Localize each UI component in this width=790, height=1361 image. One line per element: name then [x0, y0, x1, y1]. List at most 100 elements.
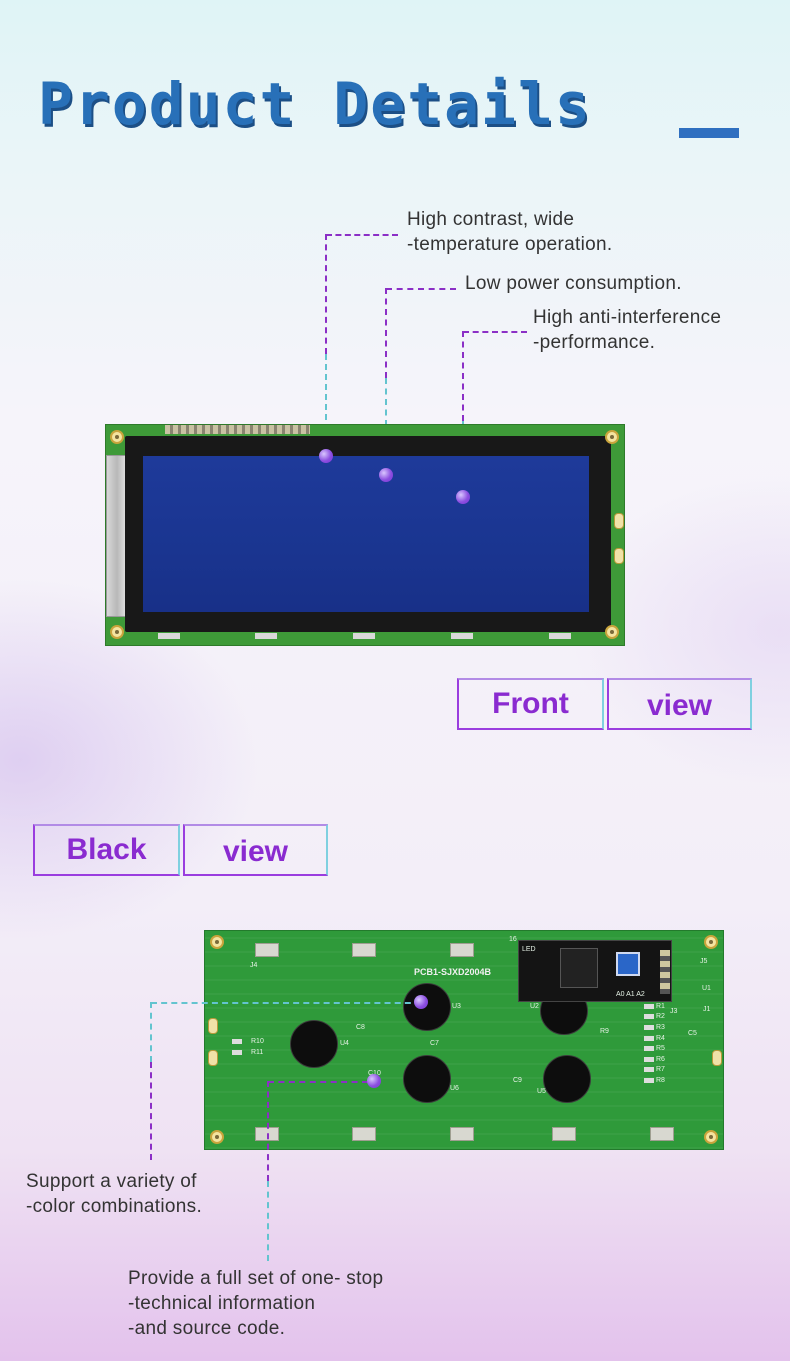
chip-blob-u5 [543, 1055, 591, 1103]
back-label-text: Black [66, 833, 147, 866]
back-callout-1-v-bottom [150, 1062, 152, 1160]
board-id-label: PCB1-SJXD2004B [414, 967, 492, 977]
i2c-pin-header [660, 950, 670, 994]
silk-r-label: R8 [656, 1076, 665, 1084]
back-hole-br [704, 1130, 718, 1144]
callout-line-2-v-bottom [385, 378, 387, 468]
silk-j4: J4 [250, 962, 258, 969]
side-slot-1 [614, 513, 624, 529]
back-hole-tl [210, 935, 224, 949]
bottom-pad-1 [158, 633, 180, 639]
silk-j5: J5 [700, 958, 708, 965]
feature-note-3: High anti-interference -performance. [533, 305, 721, 355]
resistor-row: R8 [644, 1075, 668, 1086]
callout-dot-3 [456, 490, 470, 504]
back-clip-t2 [352, 943, 376, 957]
feature-note-2-line-1: Low power consumption. [465, 273, 682, 294]
resistor-r10 [232, 1039, 242, 1044]
mounting-hole-bl [110, 625, 124, 639]
chip-blob-u3 [403, 983, 451, 1031]
callout-line-1-v-top [325, 234, 327, 354]
back-clip-t1 [255, 943, 279, 957]
resistor-chip [644, 1067, 654, 1073]
lcd-blue-screen [143, 456, 589, 612]
resistor-r11 [232, 1050, 242, 1055]
back-callout-1-v-top [150, 1002, 152, 1062]
bottom-pad-5 [549, 633, 571, 639]
back-note-1-line-1: Support a variety of [26, 1171, 197, 1192]
back-note-2: Provide a full set of one- stop -technic… [128, 1266, 383, 1341]
back-label-box-left [33, 824, 180, 876]
back-label-box-right [183, 824, 328, 876]
title-underline-bar [679, 128, 739, 138]
resistor-row: R5 [644, 1043, 668, 1054]
silk-r9: R9 [600, 1028, 609, 1035]
silk-r10: R10 [251, 1038, 264, 1045]
silk-r-label: R5 [656, 1045, 665, 1053]
callout-line-2-v-top [385, 288, 387, 378]
resistor-chip [644, 1003, 654, 1009]
contrast-potentiometer [616, 952, 640, 976]
resistor-chip [644, 1056, 654, 1062]
feature-note-1: High contrast, wide -temperature operati… [407, 207, 612, 257]
callout-dot-2 [379, 468, 393, 482]
resistor-row: R3 [644, 1022, 668, 1033]
resistor-chip [644, 1035, 654, 1041]
silk-c8: C8 [356, 1024, 365, 1031]
chip-blob-u4 [290, 1020, 338, 1068]
back-slot-3 [712, 1050, 722, 1066]
back-callout-dot-1 [414, 995, 428, 1009]
front-view-text: view [646, 689, 713, 722]
back-clip-b4 [552, 1127, 576, 1141]
silk-u6: U6 [450, 1085, 459, 1092]
feature-note-2: Low power consumption. [465, 271, 682, 296]
front-label-text: Front [492, 687, 569, 720]
feature-note-1-line-2: -temperature operation. [407, 234, 613, 255]
callout-line-1-v-bottom [325, 354, 327, 450]
back-note-2-line-1: Provide a full set of one- stop [128, 1268, 384, 1289]
resistor-row: R2 [644, 1012, 668, 1023]
back-callout-2-h [268, 1081, 368, 1083]
silk-u4: U4 [340, 1040, 349, 1047]
resistor-row: R1 [644, 1001, 668, 1012]
callout-line-2-h [386, 288, 456, 290]
feature-note-3-line-2: -performance. [533, 332, 656, 353]
back-callout-dot-2 [367, 1074, 381, 1088]
silk-r11: R11 [251, 1049, 264, 1056]
resistor-row: R4 [644, 1033, 668, 1044]
mounting-hole-tl [110, 430, 124, 444]
i2c-expander-chip [560, 948, 598, 988]
back-note-2-line-3: -and source code. [128, 1318, 286, 1339]
callout-line-1-h [326, 234, 398, 236]
bottom-pad-2 [255, 633, 277, 639]
silk-u5: U5 [537, 1088, 546, 1095]
callout-line-3-v-top [462, 331, 464, 421]
silk-16: 16 [509, 936, 517, 943]
silk-c7: C7 [430, 1040, 439, 1047]
side-slot-2 [614, 548, 624, 564]
silk-c10: C10 [368, 1070, 381, 1077]
resistor-row: R7 [644, 1065, 668, 1076]
feature-note-3-line-1: High anti-interference [533, 307, 722, 328]
page-title: Product Details [38, 70, 592, 138]
front-label-box-right [607, 678, 752, 730]
silk-r-label: R1 [656, 1002, 665, 1010]
silk-addr: A0 A1 A2 [616, 991, 645, 998]
silk-c5: C5 [688, 1030, 697, 1037]
front-label-box-left [457, 678, 604, 730]
back-hole-bl [210, 1130, 224, 1144]
silk-c9: C9 [513, 1077, 522, 1084]
back-clip-b5 [650, 1127, 674, 1141]
silk-u2: U2 [530, 1003, 539, 1010]
resistor-column: R1 R2 R3 R4 R5 R6 R7 R8 [644, 1001, 668, 1086]
back-callout-2-v-bottom [267, 1181, 269, 1261]
resistor-chip [644, 1077, 654, 1083]
silk-j1: J1 [703, 1006, 711, 1013]
silk-r-label: R7 [656, 1066, 665, 1074]
silk-r-label: R3 [656, 1023, 665, 1031]
chip-blob-u6 [403, 1055, 451, 1103]
back-note-2-line-2: -technical information [128, 1293, 316, 1314]
back-note-1-line-2: -color combinations. [26, 1196, 203, 1217]
bottom-pad-4 [451, 633, 473, 639]
mounting-hole-tr [605, 430, 619, 444]
